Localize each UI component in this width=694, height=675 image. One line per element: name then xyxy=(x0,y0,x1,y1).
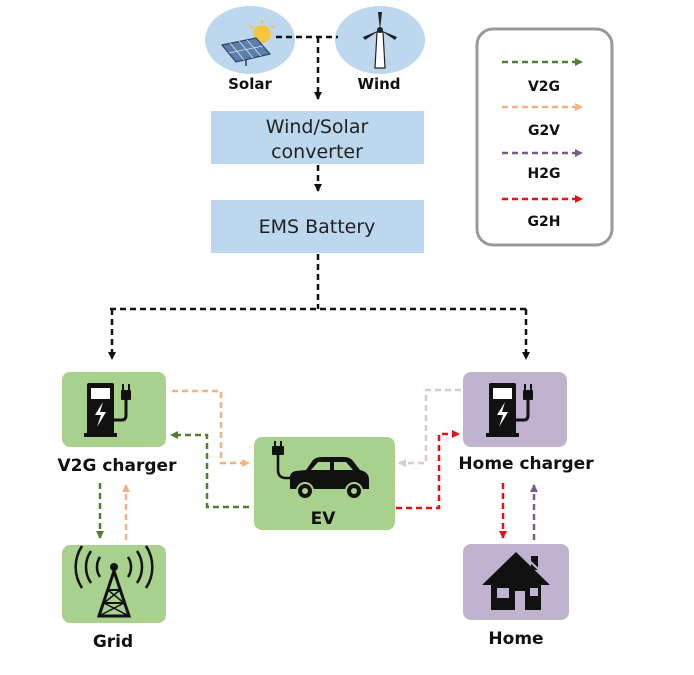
g2h-ev-to-home-charger-arrow xyxy=(396,430,460,510)
grid-node xyxy=(62,545,166,623)
battery-label: EMS Battery xyxy=(259,216,376,238)
wind-source: Wind xyxy=(335,6,425,93)
charging-station-icon xyxy=(486,383,533,437)
converter-rect xyxy=(211,111,424,164)
converter-box: Wind/Solar converter xyxy=(211,111,424,164)
grid-rect xyxy=(62,545,166,623)
legend: V2G G2V H2G G2H xyxy=(475,27,614,247)
v2g-charger-node xyxy=(62,372,166,447)
grid-label: Grid xyxy=(93,632,133,652)
legend-box xyxy=(475,27,614,247)
legend-h2g-label: H2G xyxy=(528,166,561,182)
home-charger-node xyxy=(463,372,567,447)
converter-label-line2: converter xyxy=(271,141,363,163)
solar-source: Solar xyxy=(205,6,295,93)
solar-label: Solar xyxy=(228,75,272,93)
v2g-charger-label: V2G charger xyxy=(58,456,178,476)
home-charger-label: Home charger xyxy=(458,454,594,474)
legend-v2g-label: V2G xyxy=(528,79,560,95)
home-label: Home xyxy=(488,629,543,649)
battery-box: EMS Battery xyxy=(211,200,424,253)
legend-g2v-label: G2V xyxy=(528,123,560,139)
solar-panel-icon xyxy=(220,20,275,66)
wind-label: Wind xyxy=(357,75,400,93)
converter-label-line1: Wind/Solar xyxy=(266,116,369,138)
home-node xyxy=(463,544,569,620)
grid-tower-icon xyxy=(74,545,154,618)
g2v-charger-to-ev-arrow xyxy=(172,389,250,467)
house-icon xyxy=(475,546,557,610)
ev-label: EV xyxy=(311,509,337,529)
charging-station-icon xyxy=(84,383,131,437)
legend-g2h-label: G2H xyxy=(528,214,561,230)
home-charger-to-ev-arrow xyxy=(398,388,461,467)
ev-node: EV xyxy=(254,437,395,530)
electric-car-icon xyxy=(272,441,369,500)
v2g-ev-to-charger-arrow xyxy=(170,431,249,509)
wind-turbine-icon xyxy=(363,12,397,69)
battery-rect xyxy=(211,200,424,253)
